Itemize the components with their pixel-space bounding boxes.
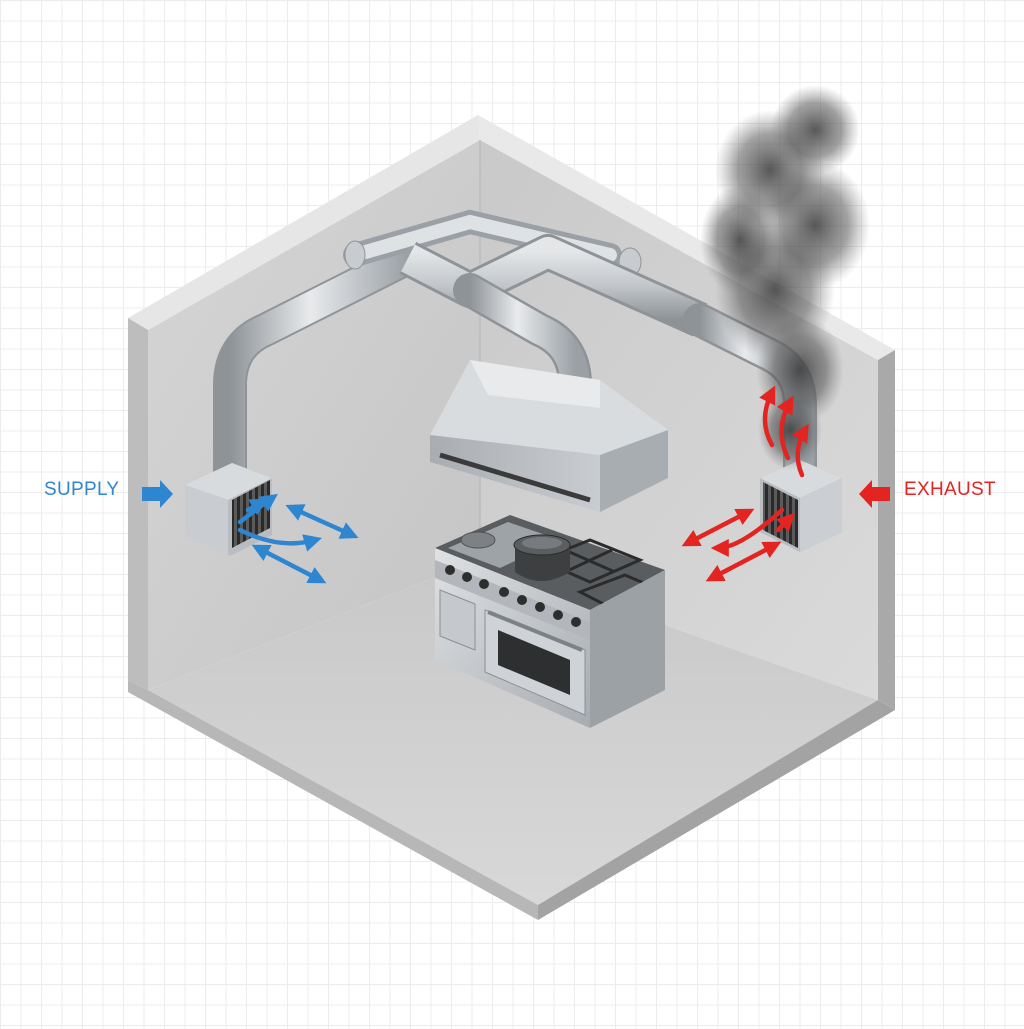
commercial-range <box>435 515 665 728</box>
left-wall-side <box>128 318 148 690</box>
floor-slab-left <box>128 680 538 920</box>
exhaust-air-grille <box>760 460 842 552</box>
right-wall-side <box>878 350 895 710</box>
exhaust-airflow-arrows <box>681 385 809 582</box>
arrow-left-icon <box>859 480 890 508</box>
floor-slab-right <box>538 700 895 920</box>
supply-label: SUPPLY <box>44 479 120 500</box>
exhaust-label: EXHAUST <box>904 479 996 500</box>
supply-airflow-arrows <box>237 493 359 584</box>
smoke-plume-icon <box>700 85 870 470</box>
cooking-pot <box>513 534 571 581</box>
range-hood <box>430 360 668 512</box>
oven-window <box>498 630 570 695</box>
left-wall-edge <box>128 115 480 330</box>
arrow-right-icon <box>142 480 173 508</box>
floor <box>148 560 878 905</box>
